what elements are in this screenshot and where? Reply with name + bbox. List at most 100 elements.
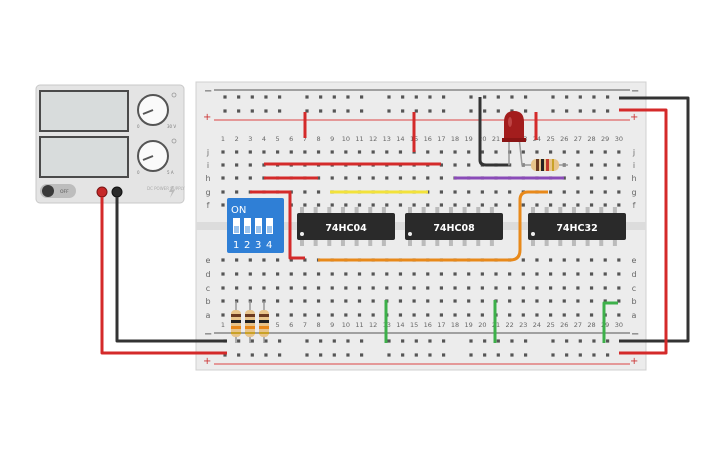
breadboard-hole[interactable] (535, 150, 539, 154)
breadboard-hole[interactable] (248, 286, 252, 290)
rail-hole[interactable] (606, 353, 610, 357)
rail-hole[interactable] (524, 95, 528, 99)
breadboard-hole[interactable] (221, 286, 225, 290)
breadboard-hole[interactable] (303, 150, 307, 154)
rail-hole[interactable] (332, 339, 336, 343)
breadboard-hole[interactable] (562, 176, 566, 180)
breadboard-hole[interactable] (316, 190, 321, 194)
breadboard-hole[interactable] (412, 272, 416, 276)
rail-hole[interactable] (510, 339, 514, 343)
breadboard-hole[interactable] (398, 150, 403, 154)
breadboard-hole[interactable] (535, 299, 539, 303)
rail-hole[interactable] (264, 109, 268, 113)
breadboard-hole[interactable] (398, 176, 403, 180)
breadboard-hole[interactable] (303, 203, 307, 207)
breadboard-hole[interactable] (603, 258, 607, 262)
breadboard-hole[interactable] (439, 299, 443, 303)
rail-hole[interactable] (346, 339, 350, 343)
chip-74hc08[interactable] (405, 213, 503, 240)
rail-positive-jumper[interactable] (619, 108, 668, 355)
breadboard-hole[interactable] (549, 286, 553, 290)
breadboard-hole[interactable] (398, 286, 403, 290)
breadboard-hole[interactable] (589, 299, 594, 303)
breadboard-hole[interactable] (316, 150, 321, 154)
breadboard-hole[interactable] (235, 258, 239, 262)
negative-terminal[interactable] (111, 186, 123, 198)
breadboard-hole[interactable] (248, 150, 252, 154)
breadboard-hole[interactable] (549, 258, 553, 262)
breadboard-hole[interactable] (508, 299, 512, 303)
rail-hole[interactable] (278, 95, 282, 99)
rail-hole[interactable] (578, 339, 582, 343)
breadboard-hole[interactable] (221, 163, 225, 167)
breadboard-hole[interactable] (603, 299, 607, 303)
breadboard-hole[interactable] (576, 176, 580, 180)
breadboard-hole[interactable] (589, 313, 594, 317)
rail-hole[interactable] (278, 353, 282, 357)
rail-hole[interactable] (319, 339, 323, 343)
rail-hole[interactable] (401, 95, 405, 99)
breadboard-hole[interactable] (535, 258, 539, 262)
breadboard-hole[interactable] (330, 286, 334, 290)
gnd-wire-col30[interactable] (602, 301, 618, 343)
chip-74hc32[interactable] (528, 213, 626, 240)
rail-hole[interactable] (592, 353, 596, 357)
breadboard-hole[interactable] (235, 150, 239, 154)
breadboard-hole[interactable] (221, 203, 225, 207)
breadboard-hole[interactable] (439, 203, 443, 207)
breadboard-hole[interactable] (589, 176, 594, 180)
breadboard-hole[interactable] (412, 203, 416, 207)
breadboard-hole[interactable] (521, 299, 525, 303)
breadboard-hole[interactable] (426, 299, 430, 303)
breadboard-hole[interactable] (262, 272, 266, 276)
breadboard-hole[interactable] (603, 190, 607, 194)
rail-hole[interactable] (469, 109, 473, 113)
breadboard-hole[interactable] (535, 313, 539, 317)
breadboard-hole[interactable] (439, 150, 443, 154)
rail-hole[interactable] (565, 95, 569, 99)
breadboard-hole[interactable] (521, 272, 525, 276)
rail-hole[interactable] (264, 353, 268, 357)
breadboard-hole[interactable] (235, 272, 239, 276)
breadboard-hole[interactable] (562, 286, 566, 290)
breadboard-hole[interactable] (562, 190, 566, 194)
breadboard-hole[interactable] (426, 203, 430, 207)
rail-hole[interactable] (332, 109, 336, 113)
breadboard-hole[interactable] (617, 313, 621, 317)
rail-hole[interactable] (237, 353, 241, 357)
breadboard-hole[interactable] (508, 190, 512, 194)
breadboard-hole[interactable] (344, 150, 348, 154)
breadboard-hole[interactable] (508, 272, 512, 276)
breadboard-hole[interactable] (371, 299, 375, 303)
rail-hole[interactable] (428, 353, 432, 357)
rail-hole[interactable] (223, 353, 227, 357)
breadboard-hole[interactable] (576, 163, 580, 167)
rail-hole[interactable] (483, 353, 487, 357)
breadboard-hole[interactable] (576, 286, 580, 290)
breadboard-hole[interactable] (357, 150, 362, 154)
breadboard-hole[interactable] (549, 299, 553, 303)
breadboard-hole[interactable] (467, 313, 471, 317)
breadboard-hole[interactable] (412, 286, 416, 290)
breadboard-hole[interactable] (576, 190, 580, 194)
breadboard-hole[interactable] (521, 313, 525, 317)
breadboard-hole[interactable] (576, 258, 580, 262)
led-ground-wire[interactable] (478, 97, 508, 167)
breadboard-hole[interactable] (521, 150, 525, 154)
breadboard-hole[interactable] (439, 272, 443, 276)
rail-hole[interactable] (428, 339, 432, 343)
breadboard-hole[interactable] (303, 258, 307, 262)
breadboard-hole[interactable] (357, 313, 362, 317)
rail-hole[interactable] (387, 109, 391, 113)
breadboard-hole[interactable] (576, 203, 580, 207)
breadboard-hole[interactable] (426, 272, 430, 276)
breadboard-hole[interactable] (371, 272, 375, 276)
breadboard-hole[interactable] (330, 299, 334, 303)
rail-hole[interactable] (346, 109, 350, 113)
ic-chips[interactable]: 74HC04 74HC08 74HC32 (297, 207, 626, 246)
breadboard-hole[interactable] (289, 150, 293, 154)
breadboard-hole[interactable] (617, 150, 621, 154)
rail-hole[interactable] (264, 95, 268, 99)
breadboard-hole[interactable] (385, 150, 389, 154)
breadboard-hole[interactable] (467, 299, 471, 303)
